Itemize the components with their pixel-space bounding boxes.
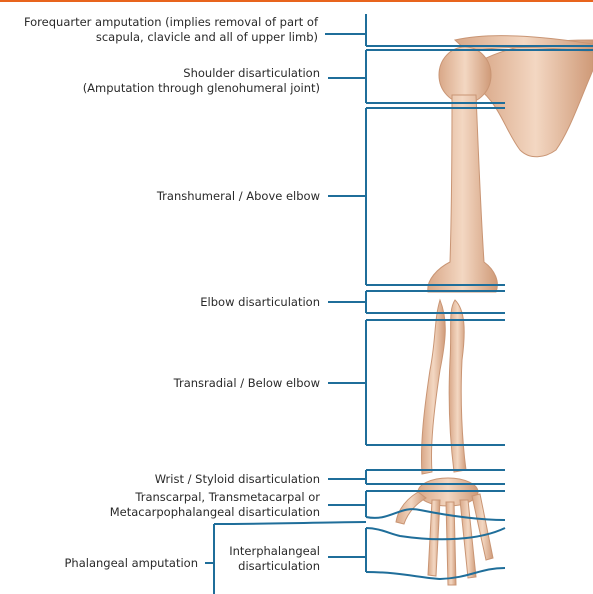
label-interphalangeal-line1: Interphalangeal: [200, 544, 320, 559]
label-shoulder: Shoulder disarticulation (Amputation thr…: [0, 66, 320, 96]
label-phalangeal: Phalangeal amputation: [0, 556, 198, 571]
label-transcarpal-line2: Metacarpophalangeal disarticulation: [0, 505, 320, 520]
label-transcarpal: Transcarpal, Transmetacarpal or Metacarp…: [0, 490, 320, 520]
label-shoulder-line1: Shoulder disarticulation: [0, 66, 320, 81]
label-transhumeral: Transhumeral / Above elbow: [0, 189, 320, 204]
label-transcarpal-line1: Transcarpal, Transmetacarpal or: [0, 490, 320, 505]
label-interphalangeal: Interphalangeal disarticulation: [200, 544, 320, 574]
label-interphalangeal-line2: disarticulation: [200, 559, 320, 574]
label-forequarter-line2: scapula, clavicle and all of upper limb): [0, 30, 318, 45]
label-transradial: Transradial / Below elbow: [0, 376, 320, 391]
label-forequarter-line1: Forequarter amputation (implies removal …: [0, 15, 318, 30]
label-forequarter: Forequarter amputation (implies removal …: [0, 15, 318, 45]
label-shoulder-line2: (Amputation through glenohumeral joint): [0, 81, 320, 96]
label-wrist: Wrist / Styloid disarticulation: [0, 472, 320, 487]
label-elbow: Elbow disarticulation: [0, 295, 320, 310]
